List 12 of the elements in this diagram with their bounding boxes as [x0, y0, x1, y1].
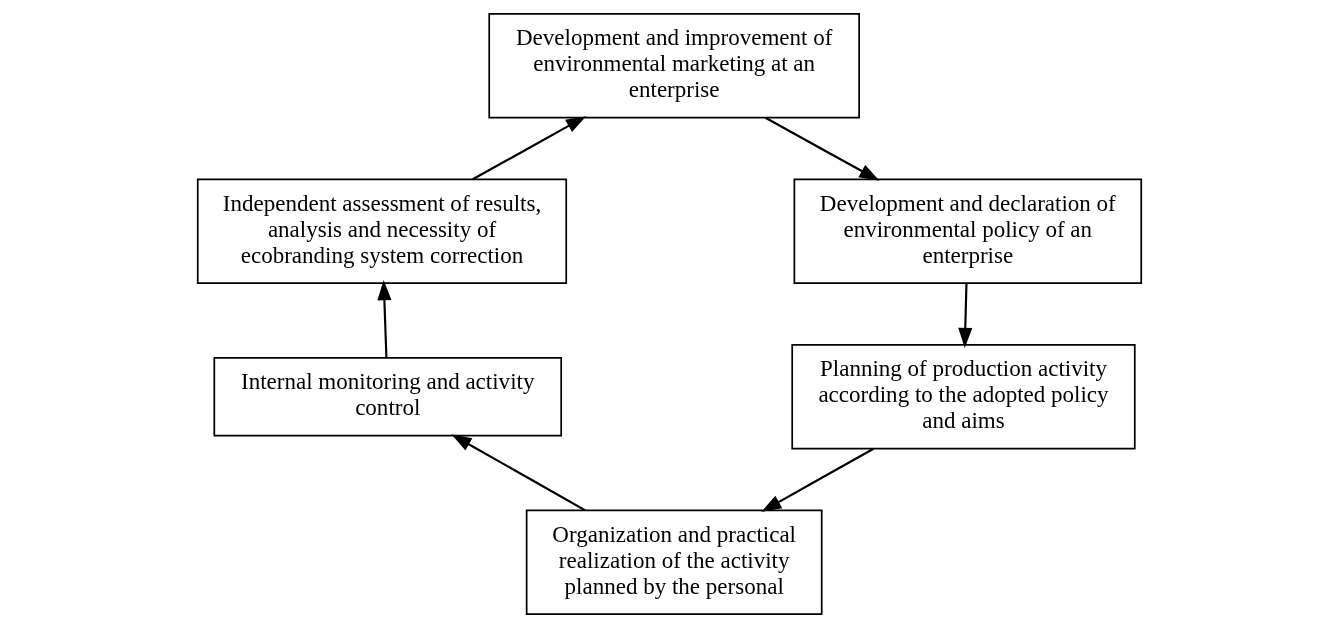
node-box: Planning of production activity according to the adopted policy and aims: [790, 344, 1136, 450]
arrow: [376, 279, 391, 358]
node-box: Independent assessment of results, analysis and necessity of ecobranding system correction: [196, 178, 567, 284]
arrow: [760, 447, 874, 512]
node-box: Development and declaration of environmental policy of an enterprise: [793, 178, 1142, 284]
node-box: Internal monitoring and activity control: [212, 357, 562, 437]
arrow: [471, 116, 586, 181]
arrow: [450, 434, 586, 512]
arrow: [957, 283, 972, 349]
node-box: Organization and practical realization of the activity planned by the personal: [525, 509, 823, 615]
arrow: [764, 116, 879, 181]
node-box: Development and improvement of environmental marketing at an enterprise: [487, 13, 860, 119]
